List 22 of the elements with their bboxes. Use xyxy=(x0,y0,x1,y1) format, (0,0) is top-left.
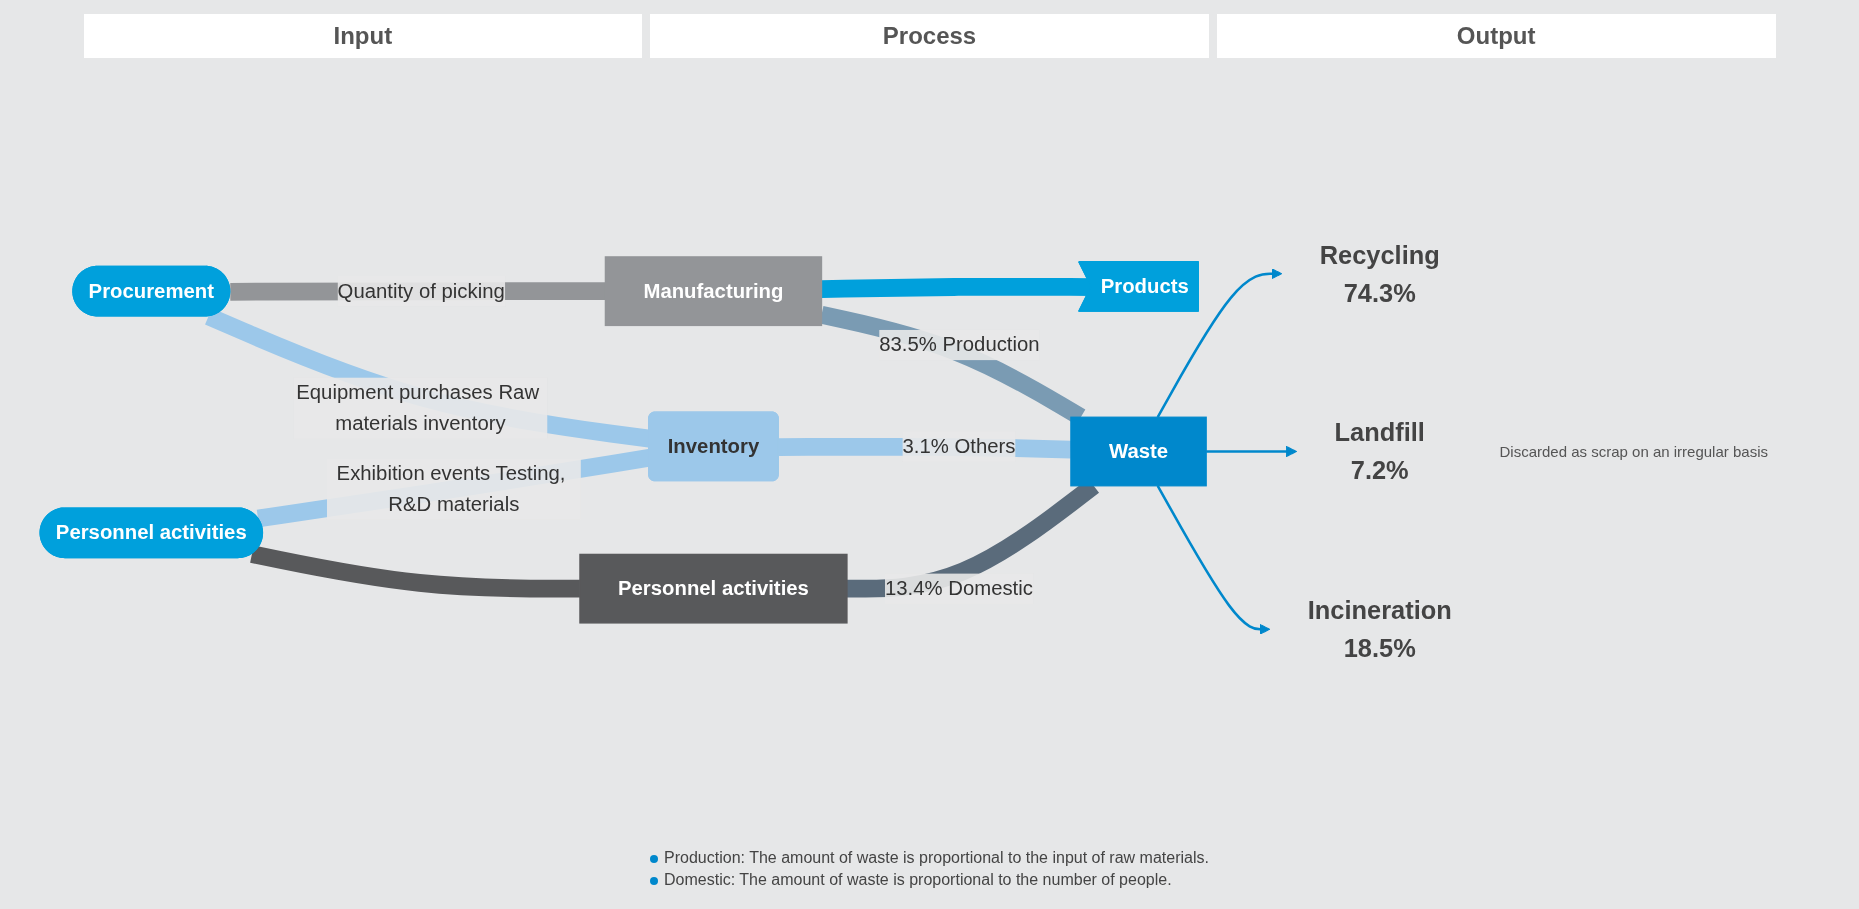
node-box: Personnel activities xyxy=(578,553,848,624)
arrow xyxy=(1156,268,1282,418)
edge-label: 13.4% Domestic xyxy=(884,577,1033,599)
node-box: Waste xyxy=(1069,416,1207,487)
arrow xyxy=(1205,445,1297,458)
section-header: Output xyxy=(1216,14,1776,58)
connector xyxy=(249,545,580,598)
flow-note: Discarded as scrap on an irregular basis xyxy=(1499,443,1769,460)
edge-label: 3.1% Others xyxy=(901,434,1015,457)
edge-label: Quantity of picking xyxy=(337,279,505,302)
edge-label: 83.5% Production xyxy=(878,333,1040,356)
node-text: Recycling 74.3% xyxy=(1319,240,1440,307)
section-header: Process xyxy=(650,14,1209,58)
arrow xyxy=(1156,485,1270,635)
section-header: Input xyxy=(83,14,643,58)
edge-label: Equipment purchases Raw materials inventory xyxy=(295,381,539,434)
node-text: Landfill 7.2% xyxy=(1334,418,1425,485)
edge-label: Exhibition events Testing, R&D materials xyxy=(336,462,565,515)
footnote: Production: The amount of waste is proportional to the input of raw materials. xyxy=(664,849,1209,867)
node-text: Incineration 18.5% xyxy=(1307,596,1452,663)
footnote: Domestic: The amount of waste is proportional to the number of people. xyxy=(664,871,1172,889)
node-box: Manufacturing xyxy=(604,256,822,327)
